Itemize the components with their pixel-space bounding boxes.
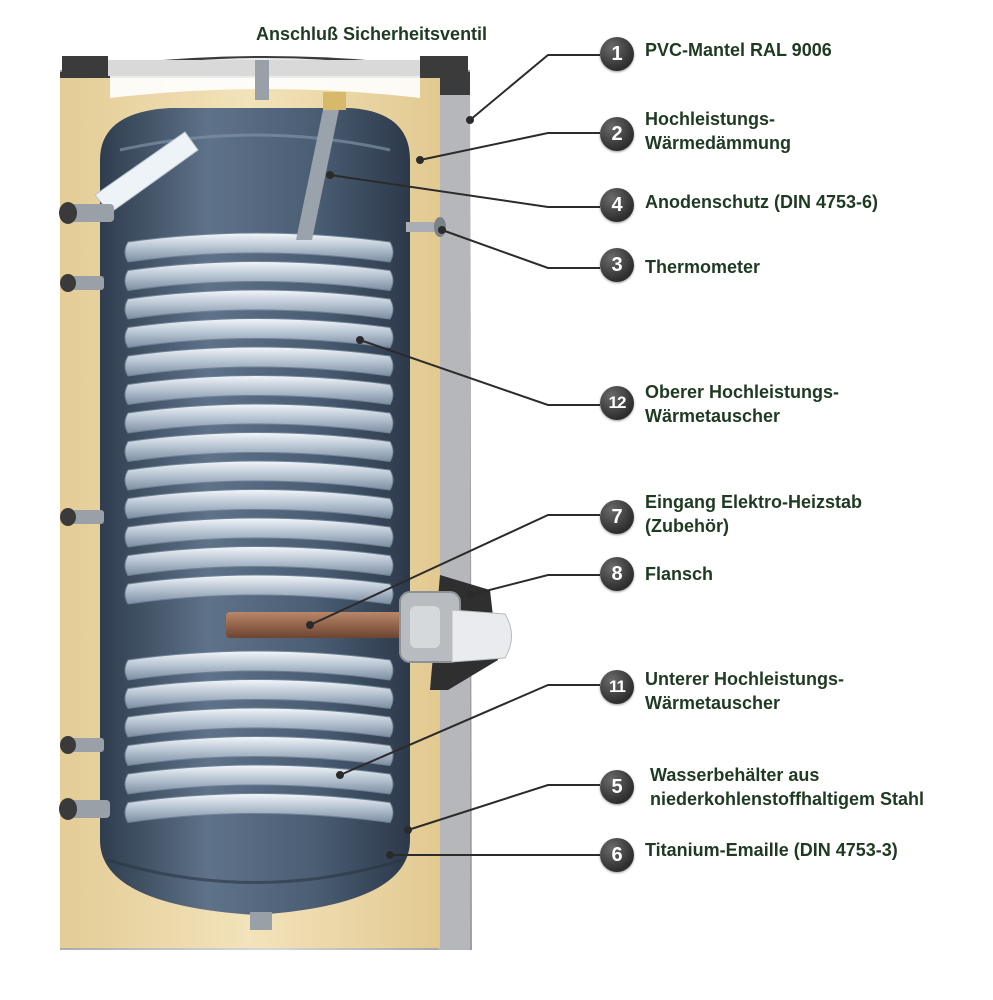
- callout-label-line: Wärmetauscher: [645, 693, 781, 713]
- leader-dot: [404, 826, 412, 834]
- callout-number-badge: 5: [600, 770, 634, 804]
- leader-dot: [466, 591, 474, 599]
- callout-label-line: Anodenschutz (DIN 4753-6): [645, 192, 879, 212]
- upper-heat-exchanger: [124, 232, 394, 605]
- coil-turn: [124, 736, 394, 767]
- callout-number-badge: 1: [600, 37, 634, 71]
- callout-label: Flansch: [645, 562, 713, 586]
- callout-label-line: Eingang Elektro-Heizstab: [645, 492, 863, 512]
- coil-turn: [124, 707, 394, 738]
- lower-heat-exchanger: [124, 650, 394, 824]
- leader-dot: [356, 336, 364, 344]
- coil-turn: [124, 318, 394, 349]
- coil-turn: [124, 460, 394, 491]
- leader-line: [309, 514, 600, 626]
- flange: [399, 575, 512, 690]
- coil-turn: [124, 232, 394, 263]
- callout-number-badge: 12: [600, 386, 634, 420]
- callout-number-badge: 4: [600, 188, 634, 222]
- leader-lines: [306, 54, 600, 859]
- callout-label: Titanium-Emaille (DIN 4753-3): [645, 838, 898, 862]
- leader-line: [339, 684, 600, 776]
- callout-number-badge: 3: [600, 248, 634, 282]
- left-connections: [59, 60, 272, 930]
- coil-turn: [124, 489, 394, 520]
- leader-dot: [326, 171, 334, 179]
- callout-label: Anodenschutz (DIN 4753-6): [645, 190, 878, 214]
- coil-turn: [124, 793, 394, 824]
- leader-line: [329, 174, 600, 208]
- leader-line: [359, 339, 600, 406]
- callout-label: PVC-Mantel RAL 9006: [645, 38, 832, 62]
- callout-label-line: Unterer Hochleistungs-: [645, 669, 845, 689]
- callout-label-line: Hochleistungs-: [645, 109, 776, 129]
- callout-label: Unterer Hochleistungs- Wärmetauscher: [645, 667, 844, 715]
- coil-turn: [124, 375, 394, 406]
- coil-turn: [124, 546, 394, 577]
- heater-rod: [226, 612, 416, 638]
- callout-label-line: Oberer Hochleistungs-: [645, 382, 840, 402]
- callout-label-line: (Zubehör): [645, 516, 729, 536]
- coil-turn: [124, 289, 394, 320]
- callout-label: Thermometer: [645, 255, 760, 279]
- leader-line: [407, 784, 600, 831]
- callout-label: Eingang Elektro-Heizstab (Zubehör): [645, 490, 862, 538]
- coil-turn: [124, 403, 394, 434]
- callout-label-line: Flansch: [645, 564, 714, 584]
- callout-label: Oberer Hochleistungs- Wärmetauscher: [645, 380, 839, 428]
- leader-line: [419, 132, 600, 161]
- coil-turn: [124, 679, 394, 710]
- leader-dot: [336, 771, 344, 779]
- coil-turn: [124, 517, 394, 548]
- leader-line: [469, 54, 600, 121]
- callout-label-line: PVC-Mantel RAL 9006: [645, 40, 832, 60]
- callout-label-line: Wärmetauscher: [645, 406, 781, 426]
- callout-number-badge: 2: [600, 117, 634, 151]
- leader-line: [469, 574, 600, 596]
- coil-turn: [124, 432, 394, 463]
- leader-dot: [466, 116, 474, 124]
- coil-turn: [124, 346, 394, 377]
- callout-number-badge: 11: [600, 670, 634, 704]
- leader-dot: [306, 621, 314, 629]
- callout-number-badge: 7: [600, 500, 634, 534]
- safety-valve-connection-label: Anschluß Sicherheitsventil: [256, 24, 488, 44]
- coil-turn: [124, 650, 394, 681]
- leader-dot: [386, 851, 394, 859]
- callout-label: Hochleistungs- Wärmedämmung: [645, 107, 791, 155]
- callout-label-line: niederkohlenstoffhaltigem Stahl: [650, 789, 925, 809]
- leader-dot: [416, 156, 424, 164]
- anode-rod: [296, 92, 346, 240]
- callout-label-line: Wasserbehälter aus: [650, 765, 820, 785]
- callout-label-line: Wärmedämmung: [645, 133, 792, 153]
- coil-turn: [124, 764, 394, 795]
- callout-number-badge: 8: [600, 557, 634, 591]
- callout-label-line: Titanium-Emaille (DIN 4753-3): [645, 840, 898, 860]
- leader-dot: [438, 226, 446, 234]
- coil-turn: [124, 261, 394, 292]
- coil-turn: [124, 574, 394, 605]
- callout-label-line: Thermometer: [645, 257, 761, 277]
- callout-number-badge: 6: [600, 838, 634, 872]
- leader-line: [441, 229, 600, 269]
- callout-label: Wasserbehälter aus niederkohlenstoffhalti…: [650, 763, 924, 811]
